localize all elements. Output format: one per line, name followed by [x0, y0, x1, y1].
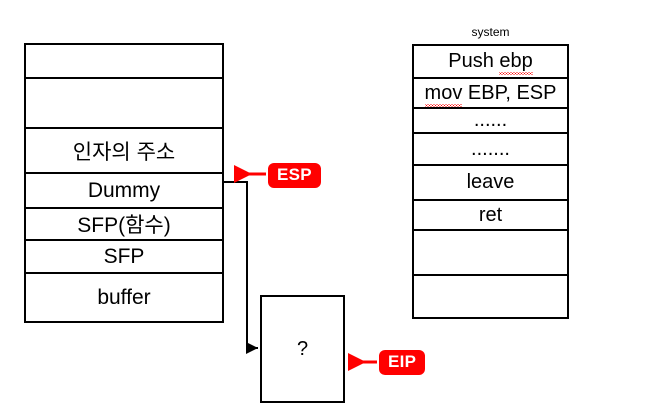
unknown-value-label: ? [296, 337, 309, 360]
stack-row-label: Dummy [87, 178, 161, 202]
spellcheck-squiggle-ebp: ebp [499, 50, 534, 75]
code-row-leave: leave [414, 166, 567, 201]
code-row-ellipsis-2: ....... [414, 134, 567, 166]
code-row-ellipsis-1: ...... [414, 109, 567, 134]
stack-row-empty-top [26, 45, 222, 79]
stack-row-buffer: buffer [26, 274, 222, 321]
stack-to-unknown-connector [224, 181, 258, 354]
esp-register-badge: ESP [268, 163, 321, 188]
code-row-label: Push ebp [448, 50, 534, 75]
code-row-label: leave [466, 171, 515, 193]
stack-row-label: 인자의 주소 [72, 140, 176, 164]
stack-row-label: SFP [103, 244, 145, 268]
stack-row-sfp: SFP [26, 241, 222, 274]
code-row-push-ebp: Push ebp [414, 46, 567, 79]
stack-row-label: buffer [97, 285, 151, 309]
code-row-mov-ebp-esp: mov EBP, ESP [414, 79, 567, 109]
eip-register-badge: EIP [379, 350, 426, 375]
system-code-table: Push ebp mov EBP, ESP ...... ....... lea… [412, 44, 569, 319]
code-row-label: mov EBP, ESP [424, 81, 557, 107]
code-row-ret: ret [414, 201, 567, 231]
stack-row-dummy: Dummy [26, 174, 222, 209]
stack-row-empty-second [26, 79, 222, 129]
code-row-label: ...... [473, 109, 508, 131]
stack-row-argument-address: 인자의 주소 [26, 129, 222, 174]
unknown-value-box: ? [260, 295, 345, 403]
code-row-empty-1 [414, 231, 567, 276]
system-table-title: system [471, 25, 510, 39]
stack-row-sfp-function: SFP(함수) [26, 209, 222, 241]
code-row-empty-2 [414, 276, 567, 317]
code-row-label: ret [478, 203, 503, 226]
stack-row-label: SFP(함수) [77, 214, 171, 237]
stack-frame-table: 인자의 주소 Dummy SFP(함수) SFP buffer [24, 43, 224, 323]
code-row-label: ....... [471, 137, 510, 160]
spellcheck-squiggle-mov: mov [424, 81, 463, 107]
